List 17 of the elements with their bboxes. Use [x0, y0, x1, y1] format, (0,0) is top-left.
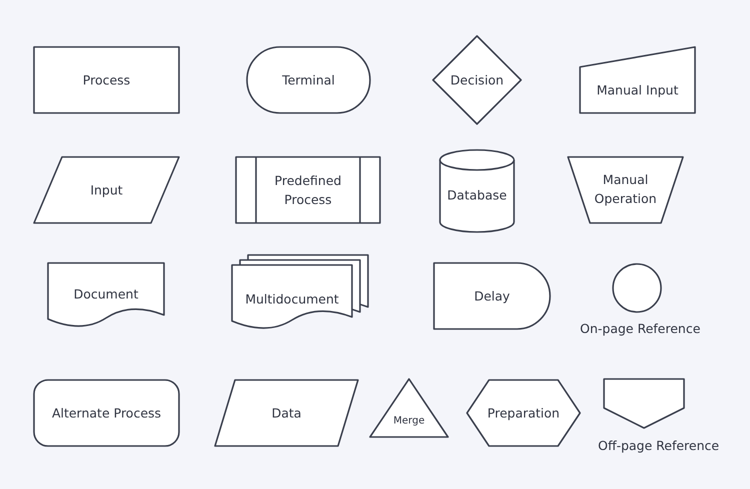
shape-label: Preparation — [486, 404, 561, 422]
shape-label: Decision — [449, 72, 505, 90]
shape-label: Manual Operation — [593, 171, 658, 208]
shape-caption: On-page Reference — [580, 321, 700, 336]
shape-label: Manual Input — [596, 82, 680, 100]
shape-label: Multidocument — [244, 290, 340, 308]
shape-label: Delay — [473, 288, 511, 306]
shape-label: Alternate Process — [50, 404, 162, 422]
shape-caption: Off-page Reference — [598, 438, 720, 453]
shape-label: Input — [89, 182, 124, 200]
shape-label: Data — [270, 404, 302, 422]
shape-label: Process — [82, 72, 132, 90]
shape-label: Terminal — [281, 72, 336, 90]
shape-label: Database — [446, 186, 508, 204]
shape-label: Merge — [392, 414, 426, 428]
shape-label: Predefined Process — [274, 172, 342, 209]
shape-label: Document — [72, 286, 140, 304]
